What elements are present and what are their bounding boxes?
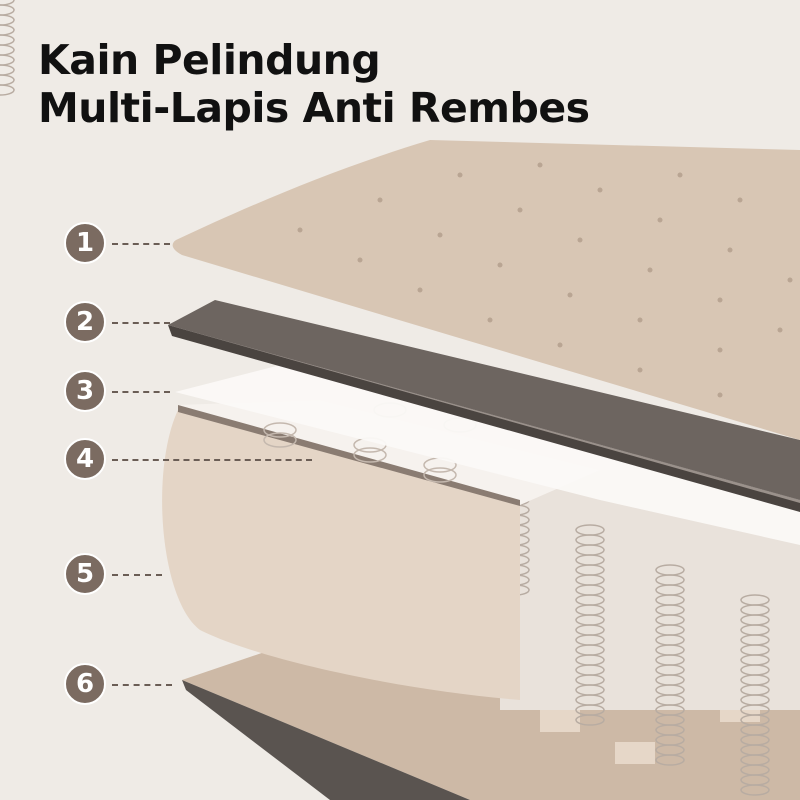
headline-line-1: Kain Pelindung	[38, 36, 381, 84]
layer-marker-1: 1	[64, 222, 106, 264]
leader-line-5	[112, 574, 162, 576]
layer-marker-6: 6	[64, 663, 106, 705]
layer-marker-5: 5	[64, 553, 106, 595]
headline-line-2: Multi-Lapis Anti Rembes	[38, 84, 590, 132]
layer-2-waterproof	[168, 300, 800, 512]
leader-line-4	[112, 459, 312, 461]
layer-1-tufted-cover	[172, 140, 800, 440]
layer-3-foam	[175, 360, 800, 545]
leader-line-2	[112, 322, 170, 324]
leader-line-3	[112, 391, 170, 393]
layer-marker-2: 2	[64, 301, 106, 343]
headline: Kain Pelindung Multi-Lapis Anti Rembes	[38, 36, 590, 132]
layer-marker-3: 3	[64, 370, 106, 412]
layer-marker-4: 4	[64, 438, 106, 480]
leader-line-6	[112, 684, 172, 686]
leader-line-1	[112, 243, 170, 245]
